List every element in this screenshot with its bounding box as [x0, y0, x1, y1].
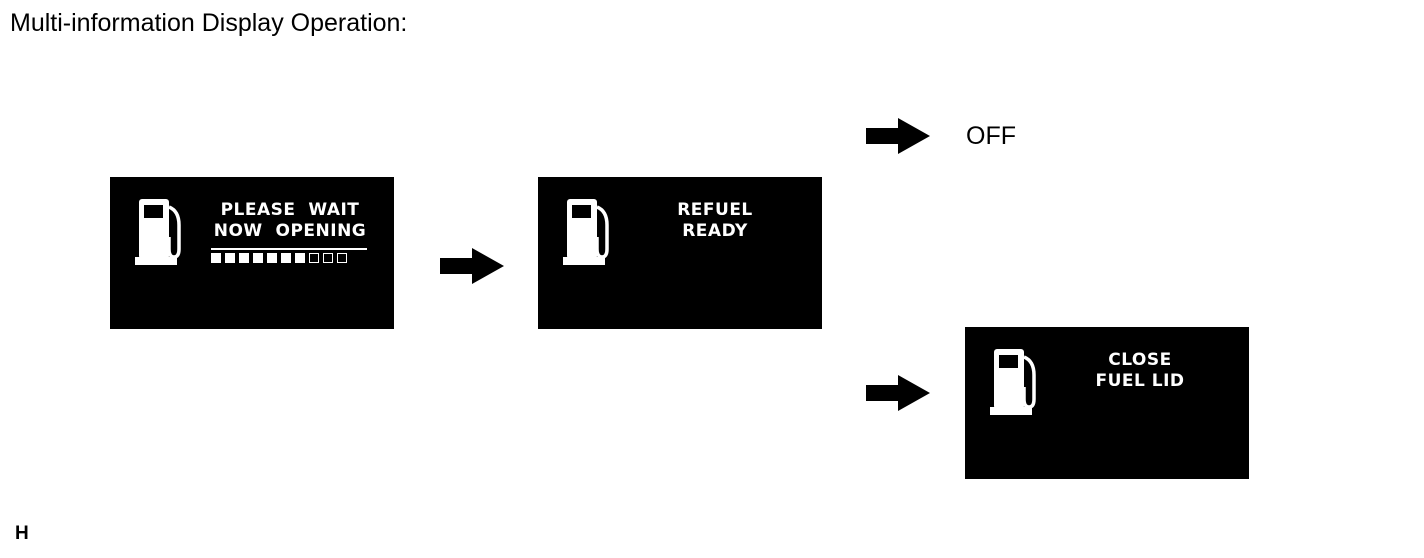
display-message-line-2: READY	[682, 221, 748, 241]
display-message-line-2: NOW OPENING	[213, 221, 367, 241]
right-arrow-icon	[440, 248, 504, 284]
display-message: PLEASE WAIT NOW OPENING	[206, 200, 374, 242]
progress-segment	[323, 253, 333, 263]
progress-divider	[211, 248, 367, 250]
page-title: Multi-information Display Operation:	[10, 9, 408, 37]
display-message-line-2: FUEL LID	[1095, 371, 1185, 391]
right-arrow-icon	[866, 375, 930, 411]
progress-segment	[225, 253, 235, 263]
progress-segment	[281, 253, 291, 263]
fuel-pump-icon	[990, 349, 1036, 415]
fuel-pump-icon	[563, 199, 609, 265]
progress-segment	[267, 253, 277, 263]
fuel-pump-icon	[135, 199, 181, 265]
display-message: REFUEL READY	[650, 200, 780, 242]
off-label: OFF	[966, 122, 1016, 150]
progress-segment	[337, 253, 347, 263]
progress-segment	[253, 253, 263, 263]
progress-segment	[239, 253, 249, 263]
progress-segment	[309, 253, 319, 263]
display-message: CLOSE FUEL LID	[1075, 350, 1205, 392]
right-arrow-icon	[866, 118, 930, 154]
display-screen-refuel-ready: REFUEL READY	[538, 177, 822, 329]
progress-segment	[295, 253, 305, 263]
display-screen-opening: PLEASE WAIT NOW OPENING	[110, 177, 394, 329]
display-message-line-1: PLEASE WAIT	[220, 200, 360, 220]
display-message-line-1: REFUEL	[677, 200, 753, 220]
corner-mark: H	[15, 523, 29, 544]
progress-indicator	[211, 253, 347, 263]
progress-segment	[211, 253, 221, 263]
display-screen-close-fuel-lid: CLOSE FUEL LID	[965, 327, 1249, 479]
display-message-line-1: CLOSE	[1108, 350, 1172, 370]
